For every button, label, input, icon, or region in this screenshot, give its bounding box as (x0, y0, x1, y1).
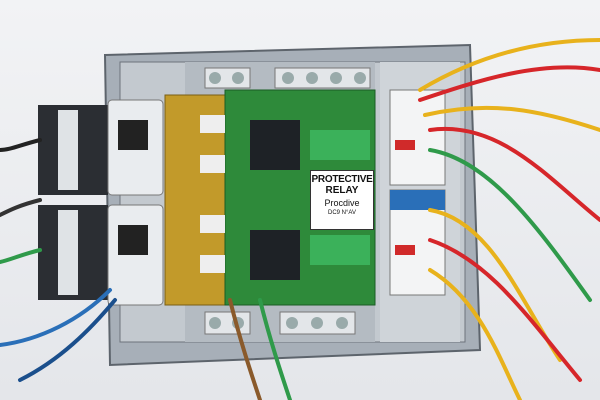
label-line-2: RELAY (325, 185, 359, 196)
right-relays (389, 89, 446, 296)
wires (0, 38, 600, 400)
left-terminal-block (38, 105, 108, 300)
protective-relay-label: PROTECTIVE RELAY Procdive DC9 N°AV (310, 170, 374, 230)
label-line-1: PROTECTIVE (311, 174, 373, 185)
screw-terminals (204, 67, 371, 335)
label-line-3: Procdive (324, 198, 360, 208)
circuit-breakers (107, 99, 164, 306)
label-line-4: DC9 N°AV (328, 210, 356, 216)
